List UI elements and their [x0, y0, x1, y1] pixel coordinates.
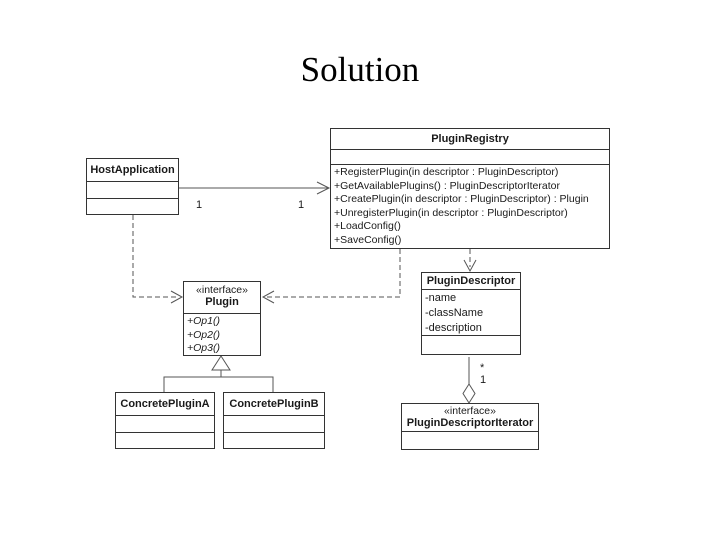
generalization-branches	[163, 376, 274, 392]
class-name-label: ConcretePluginB	[229, 398, 319, 410]
multiplicity-label: 1	[480, 374, 487, 386]
class-plugin-descriptor-iterator: «interface» PluginDescriptorIterator	[401, 403, 539, 450]
open-arrowhead-down-icon	[463, 259, 477, 273]
class-host-application: HostApplication	[86, 158, 179, 215]
class-plugin-interface: «interface» Plugin +Op1() +Op2() +Op3()	[183, 281, 261, 356]
methods-compartment	[224, 432, 324, 448]
multiplicity-label: *	[480, 362, 485, 374]
class-header: «interface» Plugin	[184, 282, 260, 313]
attributes-compartment	[331, 149, 609, 164]
stereotype-label: «interface»	[196, 284, 248, 296]
methods-compartment	[402, 431, 538, 449]
attributes-compartment	[116, 415, 214, 432]
method-label: +RegisterPlugin(in descriptor : PluginDe…	[334, 166, 559, 178]
class-name-label: Plugin	[205, 296, 239, 308]
dependency-host-to-plugin	[132, 215, 178, 298]
method-label: +Op1()	[187, 315, 220, 327]
class-plugin-descriptor: PluginDescriptor -name -className -descr…	[421, 272, 521, 355]
class-name-label: PluginRegistry	[431, 133, 509, 145]
class-concrete-plugin-b: ConcretePluginB	[223, 392, 325, 449]
attributes-compartment: -name -className -description	[422, 289, 520, 335]
method-label: +Op3()	[187, 342, 220, 354]
stereotype-label: «interface»	[444, 405, 496, 417]
class-name-label: HostApplication	[90, 164, 175, 176]
class-name-label: PluginDescriptorIterator	[406, 417, 534, 429]
class-header: «interface» PluginDescriptorIterator	[402, 404, 538, 431]
open-arrowhead-right-icon	[316, 181, 331, 195]
methods-compartment	[87, 198, 178, 214]
methods-compartment: +Op1() +Op2() +Op3()	[184, 313, 260, 355]
attributes-compartment	[87, 181, 178, 198]
class-name-label: ConcretePluginA	[120, 398, 210, 410]
class-plugin-registry: PluginRegistry +RegisterPlugin(in descri…	[330, 128, 610, 249]
class-concrete-plugin-a: ConcretePluginA	[115, 392, 215, 449]
multiplicity-label: 1	[196, 199, 203, 211]
methods-compartment	[422, 335, 520, 354]
method-label: +LoadConfig()	[334, 220, 401, 232]
attribute-label: -className	[425, 307, 484, 319]
attribute-label: -description	[425, 322, 482, 334]
page-title: Solution	[300, 50, 420, 89]
method-label: +CreatePlugin(in descriptor : PluginDesc…	[334, 193, 589, 205]
open-arrowhead-right-icon	[170, 290, 184, 304]
generalization-triangle-icon	[211, 355, 231, 371]
method-label: +GetAvailablePlugins() : PluginDescripto…	[334, 179, 560, 192]
dependency-registry-to-plugin	[267, 249, 401, 298]
multiplicity-label: 1	[298, 199, 305, 211]
method-label: +UnregisterPlugin(in descriptor : Plugin…	[334, 206, 568, 219]
method-label: +Op2()	[187, 328, 220, 341]
aggregation-diamond-icon	[462, 383, 476, 404]
method-label: +SaveConfig()	[334, 233, 402, 246]
attributes-compartment	[224, 415, 324, 432]
open-arrowhead-left-icon	[261, 290, 275, 304]
methods-compartment: +RegisterPlugin(in descriptor : PluginDe…	[331, 164, 609, 248]
attribute-label: -name	[425, 292, 457, 304]
class-name-label: PluginDescriptor	[426, 275, 516, 287]
methods-compartment	[116, 432, 214, 448]
